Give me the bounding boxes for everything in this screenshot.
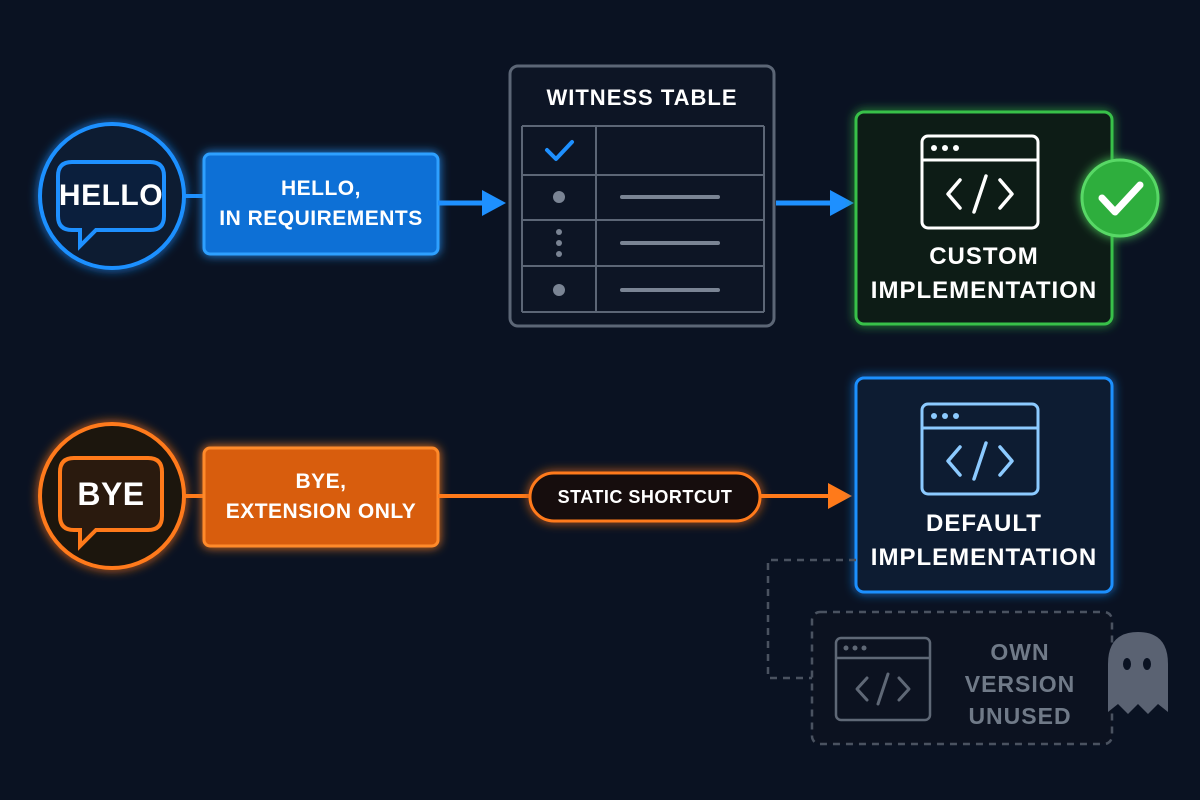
code-window-icon (920, 134, 1040, 230)
custom-implementation-label: CUSTOM IMPLEMENTATION (870, 243, 1098, 304)
arrow-head-shortcut-to-default (828, 483, 852, 509)
own-version-label: OWN VERSION UNUSED (964, 639, 1076, 729)
dot-icon (553, 191, 565, 203)
dots-vertical-icon (556, 251, 562, 257)
bye-bubble-text: BYE (77, 475, 145, 512)
default-implementation-label: DEFAULT IMPLEMENTATION (870, 510, 1098, 571)
hello-bubble-icon (56, 160, 166, 251)
dot-icon (553, 284, 565, 296)
hello-bubble-text: HELLO (58, 179, 164, 212)
code-window-icon (834, 636, 932, 722)
witness-table-title: WITNESS TABLE (546, 85, 738, 110)
arrow-head-requirement-to-table (482, 190, 506, 216)
dots-vertical-icon (556, 240, 562, 246)
arrow-head-table-to-custom (830, 190, 854, 216)
dots-vertical-icon (556, 229, 562, 235)
static-shortcut-label: STATIC SHORTCUT (557, 486, 733, 507)
check-badge-icon (1080, 158, 1160, 238)
bye-bubble-icon (58, 456, 164, 551)
ghost-icon (1108, 632, 1168, 714)
default-implementation-box (854, 376, 1114, 594)
requirement-label: HELLO, IN REQUIREMENTS (219, 177, 423, 230)
check-icon (545, 140, 574, 161)
dashed-connector-default-to-own (766, 558, 856, 680)
code-window-icon (920, 402, 1040, 496)
extension-label: BYE, EXTENSION ONLY (225, 470, 417, 523)
